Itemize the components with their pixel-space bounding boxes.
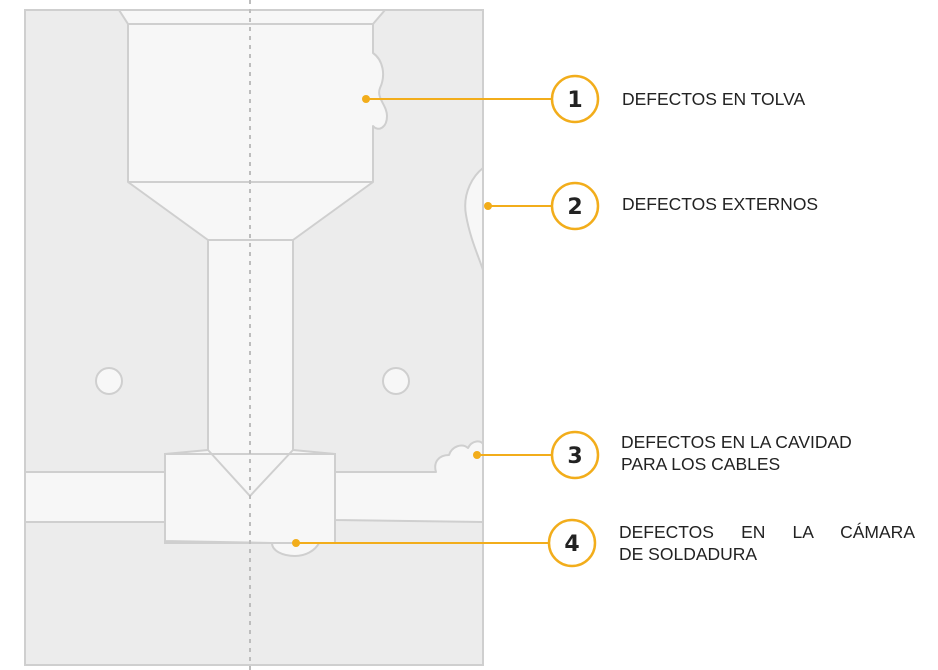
- cable-cavity-left: [24, 471, 166, 523]
- callout-1-line-1: DEFECTOS EN TOLVA: [622, 89, 806, 109]
- callout-2-line-1: DEFECTOS EXTERNOS: [622, 194, 819, 214]
- external-defect: [464, 165, 484, 271]
- callout-3-line-1: DEFECTOS EN LA CAVIDAD: [621, 432, 852, 452]
- callout-label-1: DEFECTOS EN TOLVA: [622, 88, 805, 110]
- badge-4: 4: [547, 518, 597, 568]
- badge-number-2: 2: [567, 195, 582, 220]
- badge-2: 2: [550, 181, 600, 231]
- alignment-hole-left: [95, 367, 123, 395]
- leader-dot-2: [484, 202, 492, 210]
- leader-dot-1: [362, 95, 370, 103]
- cable-cavity-right: [334, 440, 484, 523]
- callout-4-line-2: DE SOLDADURA: [619, 544, 758, 564]
- badge-number-4: 4: [564, 532, 579, 557]
- hopper-cavity: [118, 9, 388, 557]
- callout-4-line-1: DEFECTOS EN LA CÁMARA: [619, 522, 915, 542]
- badge-3: 3: [550, 430, 600, 480]
- callout-3-line-2: PARA LOS CABLES: [621, 454, 781, 474]
- leader-dot-3: [473, 451, 481, 459]
- callout-label-2: DEFECTOS EXTERNOS: [622, 193, 818, 215]
- alignment-hole-right: [382, 367, 410, 395]
- leader-dot-4: [292, 539, 300, 547]
- badge-1: 1: [550, 74, 600, 124]
- badge-number-1: 1: [567, 88, 582, 113]
- callout-label-4: DEFECTOS EN LA CÁMARA DE SOLDADURA: [619, 521, 915, 565]
- badge-number-3: 3: [567, 444, 582, 469]
- callout-label-3: DEFECTOS EN LA CAVIDAD PARA LOS CABLES: [621, 431, 852, 475]
